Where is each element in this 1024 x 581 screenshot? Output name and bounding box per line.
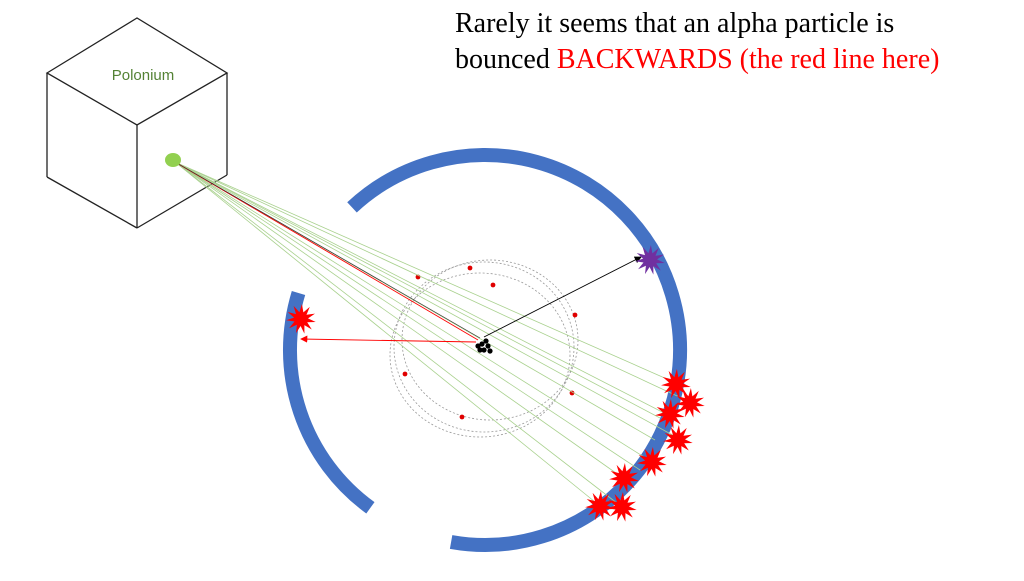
caption-line-2-prefix: bounced bbox=[455, 44, 557, 75]
nucleus-particle bbox=[483, 338, 489, 344]
green-ray bbox=[174, 161, 679, 439]
orbit-ring bbox=[393, 261, 575, 433]
electron-dot bbox=[402, 371, 408, 377]
caption-highlight: BACKWARDS (the red line here) bbox=[556, 44, 940, 75]
polonium-source-dot bbox=[165, 153, 181, 167]
starburst-icon bbox=[286, 304, 316, 334]
nucleus bbox=[475, 338, 493, 354]
detector-screen bbox=[282, 147, 687, 552]
cube-bottom-left-edge bbox=[46, 176, 138, 229]
starburst-icon bbox=[607, 492, 637, 522]
green-ray bbox=[174, 161, 641, 471]
nucleus-particle bbox=[487, 348, 493, 354]
screen-arc-right bbox=[347, 147, 687, 552]
nucleus-particle bbox=[485, 343, 491, 349]
caption-line-2: bounced BACKWARDS (the red line here) bbox=[455, 42, 1015, 78]
nucleus-particle bbox=[477, 347, 483, 353]
polonium-box bbox=[45, 17, 229, 229]
electron-dot bbox=[572, 312, 578, 318]
electron-dot bbox=[459, 414, 465, 420]
nucleus-particle bbox=[475, 343, 481, 349]
starburst-icon bbox=[655, 399, 685, 429]
electron-dot bbox=[569, 390, 575, 396]
orbit-ring bbox=[389, 272, 571, 438]
green-ray bbox=[174, 161, 691, 403]
backscatter-ray bbox=[300, 335, 477, 343]
nucleus-particle bbox=[479, 341, 485, 347]
impact-flashes bbox=[286, 245, 705, 522]
electron-dot bbox=[490, 282, 496, 288]
caption: Rarely it seems that an alpha particle i… bbox=[455, 6, 1015, 78]
starburst-icon bbox=[663, 425, 693, 455]
orbit-ring bbox=[401, 259, 579, 421]
polonium-label: Polonium bbox=[112, 67, 175, 84]
green-ray bbox=[174, 161, 669, 416]
green-ray bbox=[174, 161, 601, 507]
starburst-icon bbox=[609, 463, 639, 493]
green-ray bbox=[174, 161, 623, 508]
nucleus-particle bbox=[481, 347, 487, 353]
green-ray bbox=[174, 161, 677, 384]
starburst-icon bbox=[675, 388, 705, 418]
starburst-icon bbox=[635, 245, 665, 275]
electron-dot bbox=[467, 265, 473, 271]
red-ray-incoming bbox=[174, 161, 479, 341]
alpha-rays bbox=[174, 161, 691, 508]
green-ray bbox=[174, 161, 624, 479]
deflected-ray bbox=[483, 256, 642, 338]
starburst-icon bbox=[637, 447, 667, 477]
caption-line-1: Rarely it seems that an alpha particle i… bbox=[455, 8, 895, 39]
black-ray-incoming bbox=[174, 161, 481, 339]
green-ray bbox=[174, 161, 661, 419]
screen-arc-left bbox=[282, 290, 375, 514]
starburst-icon bbox=[585, 491, 615, 521]
green-ray bbox=[174, 161, 653, 463]
